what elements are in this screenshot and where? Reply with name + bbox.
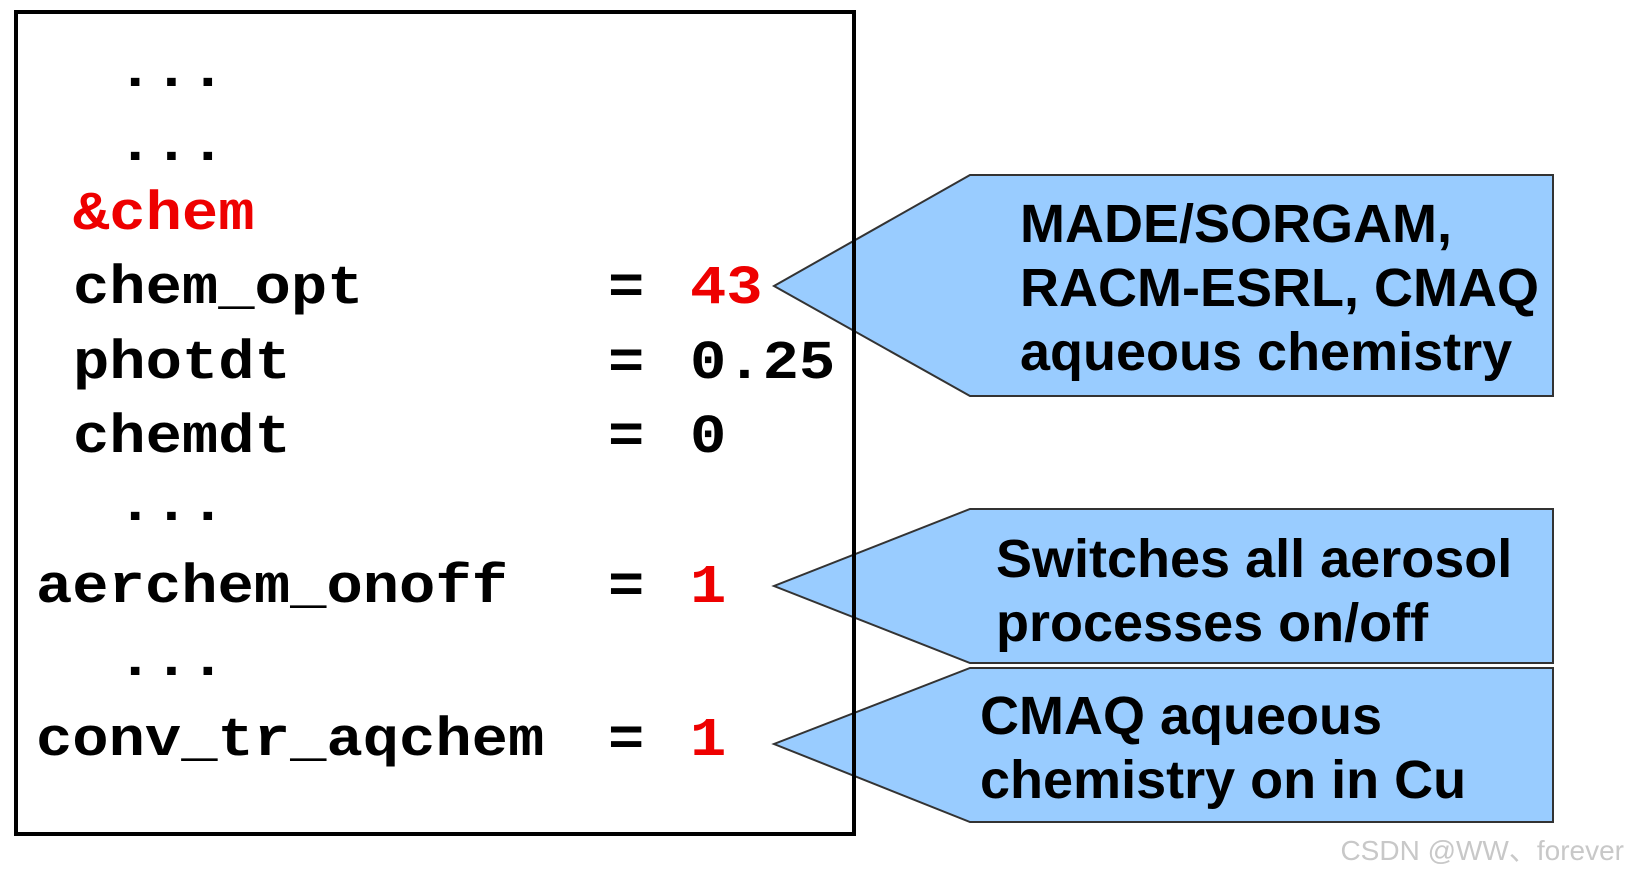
equals-sign: = bbox=[608, 257, 645, 320]
callout-1-line-2: RACM-ESRL, CMAQ bbox=[1020, 258, 1539, 318]
param-value-chemdt: 0 bbox=[690, 406, 727, 469]
callout-text-1: MADE/SORGAM, RACM-ESRL, CMAQ aqueous che… bbox=[1020, 192, 1539, 384]
ellipsis-line-4: ... bbox=[117, 629, 226, 692]
namelist-header: &chem bbox=[73, 183, 255, 246]
callout-shape-2 bbox=[771, 508, 1554, 664]
ellipsis-line-3: ... bbox=[117, 474, 226, 537]
equals-sign: = bbox=[608, 406, 645, 469]
callout-3-line-1: CMAQ aqueous bbox=[980, 686, 1383, 746]
param-name-chemdt: chemdt bbox=[73, 406, 291, 469]
param-value-photdt: 0.25 bbox=[690, 332, 836, 395]
callout-text-2: Switches all aerosol processes on/off bbox=[996, 527, 1512, 655]
callout-text-3: CMAQ aqueous chemistry on in Cu bbox=[980, 684, 1466, 812]
watermark: CSDN @WW、forever bbox=[1340, 835, 1624, 866]
param-name-chem-opt: chem_opt bbox=[73, 257, 364, 320]
param-value-aerchem-onoff: 1 bbox=[690, 556, 727, 619]
param-name-aerchem-onoff: aerchem_onoff bbox=[36, 556, 508, 619]
equals-sign: = bbox=[608, 709, 645, 772]
param-name-photdt: photdt bbox=[73, 332, 291, 395]
ellipsis-line-1: ... bbox=[117, 40, 226, 103]
param-value-chem-opt: 43 bbox=[690, 257, 763, 320]
namelist-code-box bbox=[14, 10, 856, 836]
callout-shape-3 bbox=[771, 667, 1554, 823]
ellipsis-line-2: ... bbox=[117, 114, 226, 177]
callout-3-line-2: chemistry on in Cu bbox=[980, 750, 1467, 810]
callout-shape-1 bbox=[771, 174, 1554, 397]
callout-1-line-3: aqueous chemistry bbox=[1020, 322, 1513, 382]
equals-sign: = bbox=[608, 332, 645, 395]
callout-1-line-1: MADE/SORGAM, bbox=[1020, 194, 1452, 254]
callout-2-line-2: processes on/off bbox=[996, 593, 1429, 653]
param-name-conv-tr-aqchem: conv_tr_aqchem bbox=[36, 709, 545, 772]
callout-2-line-1: Switches all aerosol bbox=[996, 529, 1513, 589]
equals-sign: = bbox=[608, 556, 645, 619]
param-value-conv-tr-aqchem: 1 bbox=[690, 709, 727, 772]
